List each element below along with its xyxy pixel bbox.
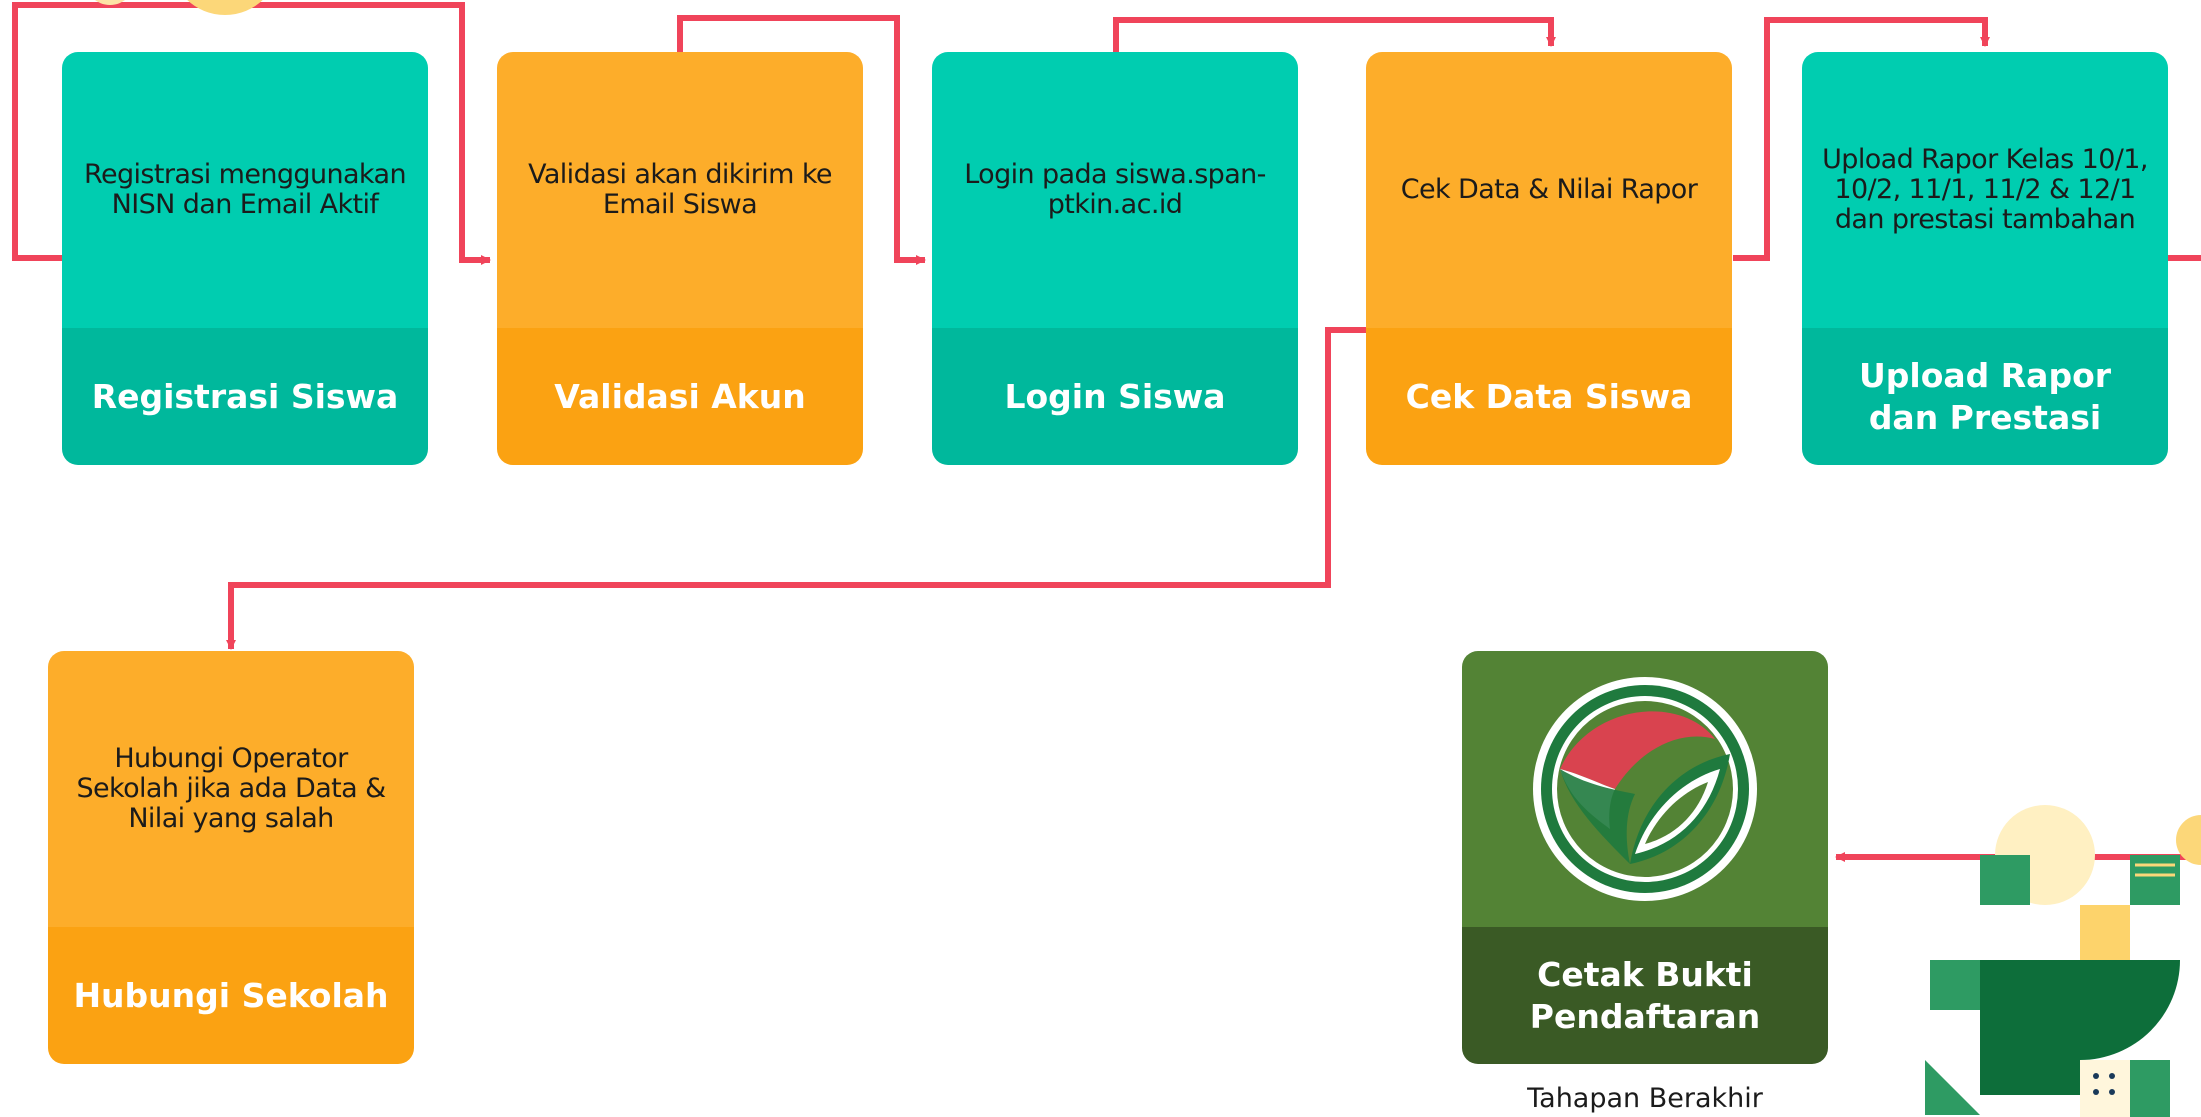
step-description: Login pada siswa.span-ptkin.ac.id <box>932 52 1298 328</box>
step-description: Upload Rapor Kelas 10/1, 10/2, 11/1, 11/… <box>1802 52 2168 328</box>
step-hubungi-card: Hubungi Operator Sekolah jika ada Data &… <box>48 651 414 1064</box>
span-ptkin-logo-icon <box>1533 677 1757 901</box>
step-title: Registrasi Siswa <box>62 328 428 465</box>
logo-area <box>1462 651 1828 927</box>
step-title: Hubungi Sekolah <box>48 927 414 1064</box>
step-title: Cetak Bukti Pendaftaran <box>1462 927 1828 1064</box>
step-title: Cek Data Siswa <box>1366 328 1732 465</box>
step-title: Login Siswa <box>932 328 1298 465</box>
final-step-caption: Tahapan Berakhir <box>1527 1083 1763 1114</box>
decorative-circle-icon <box>187 0 263 15</box>
step-cek-data-card: Cek Data & Nilai Rapor Cek Data Siswa <box>1366 52 1732 465</box>
step-login-card: Login pada siswa.span-ptkin.ac.id Login … <box>932 52 1298 465</box>
connector-login-to-cekdata <box>1113 17 1556 52</box>
step-registrasi-card: Registrasi menggunakan NISN dan Email Ak… <box>62 52 428 465</box>
step-validasi-card: Validasi akan dikirim ke Email Siswa Val… <box>497 52 863 465</box>
step-description: Cek Data & Nilai Rapor <box>1366 52 1732 328</box>
step-title: Validasi Akun <box>497 328 863 465</box>
step-description: Hubungi Operator Sekolah jika ada Data &… <box>48 651 414 927</box>
step-description: Registrasi menggunakan NISN dan Email Ak… <box>62 52 428 328</box>
step-cetak-card: Cetak Bukti Pendaftaran <box>1462 651 1828 1064</box>
step-description: Validasi akan dikirim ke Email Siswa <box>497 52 863 328</box>
connector-validasi-to-login <box>677 15 926 265</box>
connector-cekdata-to-hubungi <box>226 327 1366 650</box>
step-title: Upload Rapor dan Prestasi <box>1802 328 2168 465</box>
connector-cekdata-to-upload <box>1733 17 1990 261</box>
step-upload-card: Upload Rapor Kelas 10/1, 10/2, 11/1, 11/… <box>1802 52 2168 465</box>
